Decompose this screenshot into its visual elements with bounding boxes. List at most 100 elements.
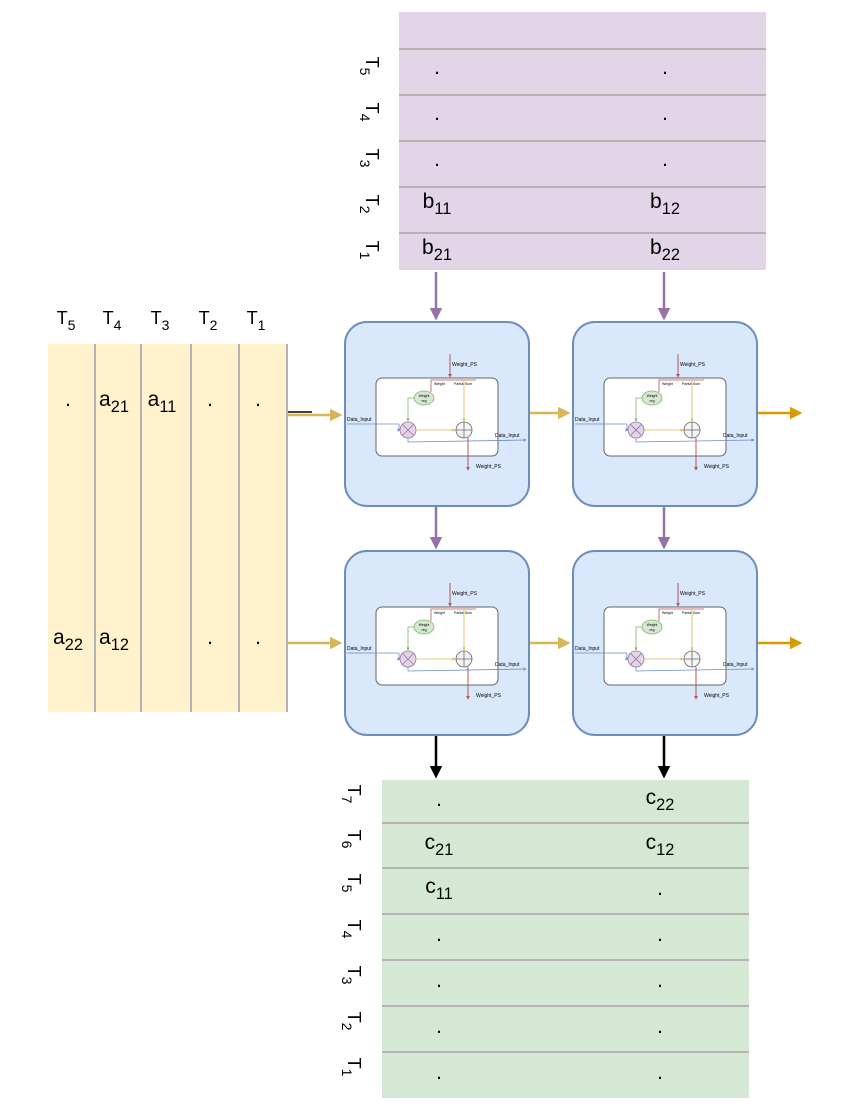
multiplier-cross bbox=[402, 424, 414, 436]
main-glyph: . bbox=[436, 969, 442, 992]
partial-sum-label: Partial Sum bbox=[454, 611, 472, 615]
weight-reg-label: reg bbox=[421, 399, 426, 403]
time-step-label: T2 bbox=[199, 308, 218, 333]
weight-reg-label: reg bbox=[649, 399, 654, 403]
subscript: 21 bbox=[435, 841, 453, 859]
subscript: 12 bbox=[111, 636, 129, 654]
main-glyph: . bbox=[657, 877, 663, 900]
weight-reg-label: Weight bbox=[647, 623, 658, 627]
b-cell-right: . bbox=[662, 102, 668, 125]
main-glyph: . bbox=[657, 923, 663, 946]
a-cell-bottom: . bbox=[255, 626, 261, 649]
weight-bus bbox=[430, 608, 476, 621]
c-cell-left: c21 bbox=[425, 831, 454, 859]
time-step-label: T2 bbox=[357, 195, 382, 214]
main-glyph: . bbox=[255, 388, 261, 411]
a-cell-top: . bbox=[255, 388, 261, 411]
data-input-label: Data_Input bbox=[347, 646, 372, 652]
main-glyph: c bbox=[425, 875, 436, 898]
weight-label: Weight bbox=[434, 382, 445, 386]
main-glyph: . bbox=[657, 1061, 663, 1084]
a-matrix-background bbox=[48, 344, 288, 712]
b-cell-right: . bbox=[662, 56, 668, 79]
adder-cross bbox=[456, 422, 472, 438]
subscript: 5 bbox=[68, 317, 76, 333]
time-step-label: T4 bbox=[103, 308, 122, 333]
main-glyph: . bbox=[657, 969, 663, 992]
a-time-labels: T 5 T4 T3 T2 T 1 bbox=[57, 308, 266, 333]
main-glyph: c bbox=[646, 831, 657, 854]
subscript: 6 bbox=[339, 841, 355, 849]
data-output-label: Data_Input bbox=[495, 433, 520, 439]
main-glyph: a bbox=[148, 388, 160, 411]
subscript: 11 bbox=[159, 398, 176, 416]
subscript: 21 bbox=[434, 246, 452, 264]
data-output-line bbox=[407, 667, 527, 672]
time-step-label: T3 bbox=[151, 308, 170, 333]
c-cell-left: . bbox=[436, 923, 442, 946]
time-step-label: T3 bbox=[339, 966, 364, 985]
b-cell-right: b12 bbox=[650, 190, 680, 218]
multiplier-cross bbox=[630, 653, 642, 665]
main-glyph: . bbox=[662, 148, 668, 171]
weight-to-mult-path bbox=[634, 397, 642, 422]
subscript: 4 bbox=[114, 317, 122, 333]
subscript: 1 bbox=[258, 317, 266, 333]
multiplier-cross bbox=[630, 424, 642, 436]
weight-bus bbox=[658, 608, 704, 621]
main-glyph: . bbox=[434, 56, 440, 79]
main-glyph: b bbox=[650, 236, 662, 259]
main-glyph: . bbox=[657, 1015, 663, 1038]
subscript: 5 bbox=[339, 885, 355, 893]
main-glyph: a bbox=[99, 626, 111, 649]
main-glyph: T bbox=[344, 966, 364, 977]
weight-ps-label: Weight_PS bbox=[452, 591, 478, 597]
main-glyph: . bbox=[436, 923, 442, 946]
main-glyph: a bbox=[99, 388, 111, 411]
data-output-label: Data_Input bbox=[495, 662, 520, 668]
subscript: 3 bbox=[162, 317, 170, 333]
subscript: 5 bbox=[357, 68, 373, 76]
main-glyph: T bbox=[344, 874, 364, 885]
b-cell-left: . bbox=[434, 102, 440, 125]
pe-circuit-panel bbox=[375, 606, 499, 686]
subscript: 4 bbox=[339, 931, 355, 939]
main-glyph: T bbox=[151, 308, 162, 328]
a-cell-bottom: a12 bbox=[99, 626, 129, 654]
weight-label: Weight bbox=[662, 611, 673, 615]
data-input-label: Data_Input bbox=[575, 646, 600, 652]
weight-to-mult-path bbox=[634, 626, 642, 651]
a-cell-top: a21 bbox=[99, 388, 129, 416]
main-glyph: T bbox=[103, 308, 114, 328]
main-glyph: T bbox=[344, 830, 364, 841]
weight-label: Weight bbox=[662, 382, 673, 386]
main-glyph: . bbox=[207, 626, 213, 649]
partial-sum-label: Partial Sum bbox=[454, 382, 472, 386]
c-cell-right: . bbox=[657, 923, 663, 946]
time-step-label: T5 bbox=[339, 874, 364, 893]
b-cell-left: b11 bbox=[423, 190, 452, 218]
c-cell-right: . bbox=[657, 1015, 663, 1038]
main-glyph: T bbox=[362, 241, 382, 252]
subscript: 11 bbox=[436, 885, 453, 903]
weight-to-mult-path bbox=[406, 397, 414, 422]
main-glyph: T bbox=[362, 195, 382, 206]
weight-reg-label: Weight bbox=[647, 394, 658, 398]
adder-cross bbox=[684, 651, 700, 667]
pe-circuit-panel bbox=[603, 377, 727, 457]
c-cell-left: . bbox=[436, 1015, 442, 1038]
subscript: 1 bbox=[357, 252, 373, 260]
main-glyph: . bbox=[207, 388, 213, 411]
weight-reg-label: reg bbox=[421, 628, 426, 632]
main-glyph: a bbox=[53, 626, 65, 649]
data-output-label: Data_Input bbox=[723, 433, 748, 439]
adder-cross bbox=[684, 422, 700, 438]
subscript: 1 bbox=[339, 1069, 355, 1077]
main-glyph: . bbox=[436, 1061, 442, 1084]
